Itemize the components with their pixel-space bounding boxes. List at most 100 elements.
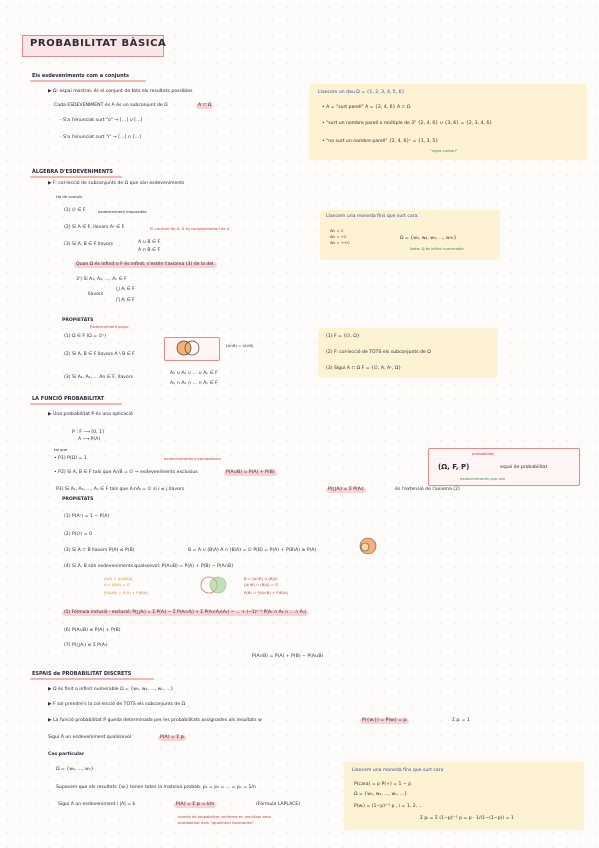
s2-note1-line-3: W₂ = +C bbox=[330, 234, 347, 239]
s1-line-4: - S'a l'enunciat surt "i" → […] ∩ […] bbox=[60, 135, 141, 140]
s1-note-line-1: Llancem un dau Ω = {1, 2, 3, 4, 5, 6} bbox=[318, 90, 405, 95]
s3-axiom-3c: és l'extensió de l'axioma (2) bbox=[395, 487, 460, 492]
s1-line-2b: A ⊂ Ω bbox=[196, 103, 214, 109]
s2-properties-note: Esdeveniment segur bbox=[90, 324, 129, 329]
s2-note2-line-1: (1) F = {∅, Ω} bbox=[326, 334, 360, 339]
s2-line-1: ▶ F: col·lecció de subconjunts de Ω que … bbox=[48, 181, 185, 186]
s1-note-line-5: "regla contari" bbox=[430, 148, 458, 153]
s4-line-3b: P({wᵢ}) = P(wᵢ) = pᵢ bbox=[360, 718, 409, 724]
s1-note-line-4: • "no surt un nombre parell" {2, 4, 6}ᶜ … bbox=[322, 139, 439, 144]
s2-prop-5c: llavors bbox=[88, 292, 104, 297]
s3-r6: (6) P(A∪B) ≤ P(A) + P(B) bbox=[64, 628, 121, 633]
s4-line-2: ▶ F sol prendre's la col·lecció de TOTS … bbox=[48, 702, 186, 707]
s2-prop-1: (1) ∅ ∈ F bbox=[64, 208, 86, 213]
s3-union-venn bbox=[200, 576, 227, 594]
s3-r2: (2) P(∅) = 0 bbox=[64, 532, 93, 537]
s2-example-note-1 bbox=[320, 210, 500, 260]
section-3-underline bbox=[30, 403, 122, 405]
s2-prop-3a: A ∪ B ∈ F bbox=[138, 240, 161, 245]
s3-r7: (7) P(⋃Aᵢ) ≤ Σ P(Aᵢ) bbox=[64, 643, 108, 648]
section-2-heading: ÀLGEBRA D'ESDEVENIMENTS bbox=[32, 169, 114, 175]
s4-line-8b: P(A) = Σ pᵢ = k/n bbox=[174, 802, 217, 808]
s2-venn-diagram bbox=[176, 340, 200, 356]
s3-box-note-2: esdeveniments que són bbox=[460, 476, 506, 481]
s1-line-1: ▶ Ω: espai mostral, és el conjunt de tot… bbox=[48, 89, 193, 94]
s2-q1: (1) Ω ∈ F (Ω = ∅ᶜ) bbox=[64, 334, 107, 339]
s2-prop-1-note: esdeveniment impossible bbox=[98, 209, 147, 214]
s2-note1-line-1: Llancem una moneda fins que surt cara. bbox=[326, 214, 419, 219]
s4-line-4b: P(A) = Σ pᵢ bbox=[158, 735, 187, 741]
s4-line-9: només és probabilitat uniforme en result… bbox=[178, 814, 271, 819]
s3-axiom-1: • P1) P(Ω) = 1 bbox=[54, 456, 87, 461]
s3-r4c: P(A∪B) = P(A) + P(B\A) bbox=[104, 590, 149, 595]
s4-note-line-2: P(cara) = p P(+) = 1 − p bbox=[354, 782, 412, 787]
s3-r8: P(A∩B) = P(A) + P(B) − P(A∪B) bbox=[252, 654, 324, 659]
s4-note-line-1: Llancem una moneda fins que surt cara bbox=[352, 768, 444, 773]
s2-prop-5a: ⋃ Aᵢ ∈ F bbox=[116, 287, 135, 292]
s3-r4e: (A∩B) ∩ (B\A) = ∅ bbox=[244, 582, 279, 587]
s2-q1-note: (A∩B) = (A∩B) bbox=[226, 343, 254, 348]
s2-note1-line-2: W₁ = C bbox=[330, 228, 344, 233]
s2-prop-5b: ⋂ Aᵢ ∈ F bbox=[116, 298, 135, 303]
s4-line-8c: (Fórmula LAPLACE) bbox=[256, 802, 301, 807]
s3-subset-venn bbox=[359, 537, 377, 555]
s2-prop-3b: A ∩ B ∈ F bbox=[138, 248, 161, 253]
s4-line-10: probabilitat dels "igualment favorables" bbox=[178, 820, 254, 825]
s4-line-4: Sigui A un esdeveniment qualssevol bbox=[48, 735, 132, 740]
title-box bbox=[22, 35, 164, 57]
s3-r1: (1) P(Aᶜ) = 1 − P(A) bbox=[64, 514, 110, 519]
s3-axiom-2b: P(A∪B) = P(A) + P(B) bbox=[224, 470, 277, 476]
s3-axiom-3: P3) Si A₁, A₂, ..., Aₙ ∈ F tals que Aᵢ∩A… bbox=[56, 487, 185, 492]
s3-r4a: A∪B = A∪(B\A) bbox=[104, 576, 133, 581]
s2-note2-line-3: (3) Siguí A ⊂ Ω F = {∅, A, Aᶜ, Ω} bbox=[326, 366, 402, 371]
s2-line-2: Ha de complir bbox=[56, 194, 83, 199]
s4-line-3: ▶ La funció probabilitat P queda determi… bbox=[48, 718, 262, 723]
s3-probability-space-box bbox=[428, 448, 580, 486]
s2-q3b: A₁ ∩ A₂ ∩ ... ∩ Aₙ ∈ F bbox=[170, 381, 218, 386]
page-title: PROBABILITAT BÀSICA bbox=[30, 38, 167, 49]
s4-example-note bbox=[344, 762, 584, 830]
s1-line-3: - S'a l'enunciat surt "o" → […] ∪ […] bbox=[60, 118, 143, 123]
s2-prop-3: (3) Si A, B ∈ F llavors bbox=[64, 242, 114, 247]
s2-q2: (2) Si A, B ∈ F llavors A \ B ∈ F bbox=[64, 352, 135, 357]
s4-line-7: Suposem que els resultats {wᵢ} tenen tot… bbox=[56, 785, 256, 790]
s4-note-line-5: Σ pᵢ = Σ (1−p)ⁱ⁻¹ p = p · 1/(1−(1−p)) = … bbox=[420, 816, 514, 821]
s2-note1-line-4: W₃ = ++C bbox=[330, 240, 350, 245]
s1-note-line-3: • "surt un nombre parell o múltiple de 3… bbox=[322, 121, 493, 126]
s4-line-8: Sigui A un esdeveniment i |A| = k bbox=[58, 802, 136, 807]
s4-line-3c: Σ pᵢ = 1 bbox=[452, 718, 470, 723]
s3-r4d: B = (A∩B) ∪ (B\A) bbox=[244, 576, 278, 581]
s3-line-3: A ⟶ P(A) bbox=[78, 437, 101, 442]
s2-example-note-2 bbox=[318, 328, 498, 378]
s3-r4f: P(B) = P(A∩B) + P(B\A) bbox=[244, 590, 289, 595]
s4-line-6: Ω = {w₁, ..., wₙ} bbox=[56, 767, 94, 772]
s3-axiom-2-note: esdeveniments incompatibles bbox=[164, 456, 221, 461]
s2-prop-2: (2) Si A ∈ F, llavors Aᶜ ∈ F bbox=[64, 225, 125, 230]
s4-note-line-3: Ω = {w₁, w₂, ..., wₙ, ...} bbox=[354, 792, 408, 797]
s3-r3: (3) Si A ⊂ B llavors P(A) ≤ P(B) bbox=[64, 548, 135, 553]
s3-axiom-2: • P2) Si A, B ∈ F tals que A∩B = ∅ → esd… bbox=[54, 470, 198, 475]
s3-r3b: B = A ∪ (B\A) A ∩ (B\A) = ∅ P(B) = P(A) … bbox=[188, 548, 317, 553]
s2-prop-4: Quan Ω és infinit o F és infinit, s'esté… bbox=[74, 262, 217, 268]
s3-r4b: A ∩ (B\A) = ∅ bbox=[104, 582, 131, 587]
s1-example-note bbox=[309, 84, 587, 160]
s2-note2-line-2: (2) F: col·lecció de TOTS els subconjunt… bbox=[326, 350, 431, 355]
s1-note-line-2: • A = "surt parell" A = {2, 4, 6} A ⊂ Ω bbox=[322, 105, 411, 110]
s2-q3a: A₁ ∪ A₂ ∪ ... ∪ Aₙ ∈ F bbox=[170, 371, 218, 376]
section-1-heading: Els esdeveniments com a conjunts bbox=[32, 73, 129, 79]
s3-r4: (4) Si A, B són esdeveniments qualssevol… bbox=[64, 564, 234, 569]
s3-properties-label: PROPIETATS bbox=[62, 497, 94, 502]
s2-prop-2-note: El contrari de A: Ā és complementari de … bbox=[150, 226, 230, 231]
section-4-underline bbox=[30, 678, 154, 680]
section-1-underline bbox=[30, 80, 146, 82]
s3-line-1: ▶ Una probabilitat P és una aplicació bbox=[48, 412, 133, 417]
s3-box-note-1: espai de probabilitat bbox=[500, 465, 548, 470]
s2-properties-label: PROPIETATS bbox=[62, 318, 94, 323]
s3-line-2: P : F ⟶ [0, 1] bbox=[72, 430, 104, 435]
s2-note1-line-5: Ω = {w₁, w₂, w₃, ..., w∞} bbox=[400, 236, 457, 241]
s3-axiom-3b: P(⋃Aᵢ) = Σ P(Aᵢ) bbox=[326, 487, 366, 493]
section-4-heading: ESPAIS de PROBABILITAT DISCRETS bbox=[32, 671, 132, 677]
s1-line-2: Cada ESDEVENIMENT és A és un subconjunt … bbox=[54, 103, 168, 108]
section-3-heading: LA FUNCIÓ PROBABILITAT bbox=[32, 396, 105, 402]
s2-note1-line-6: Nota: Ω és infinit numerable bbox=[410, 246, 464, 251]
